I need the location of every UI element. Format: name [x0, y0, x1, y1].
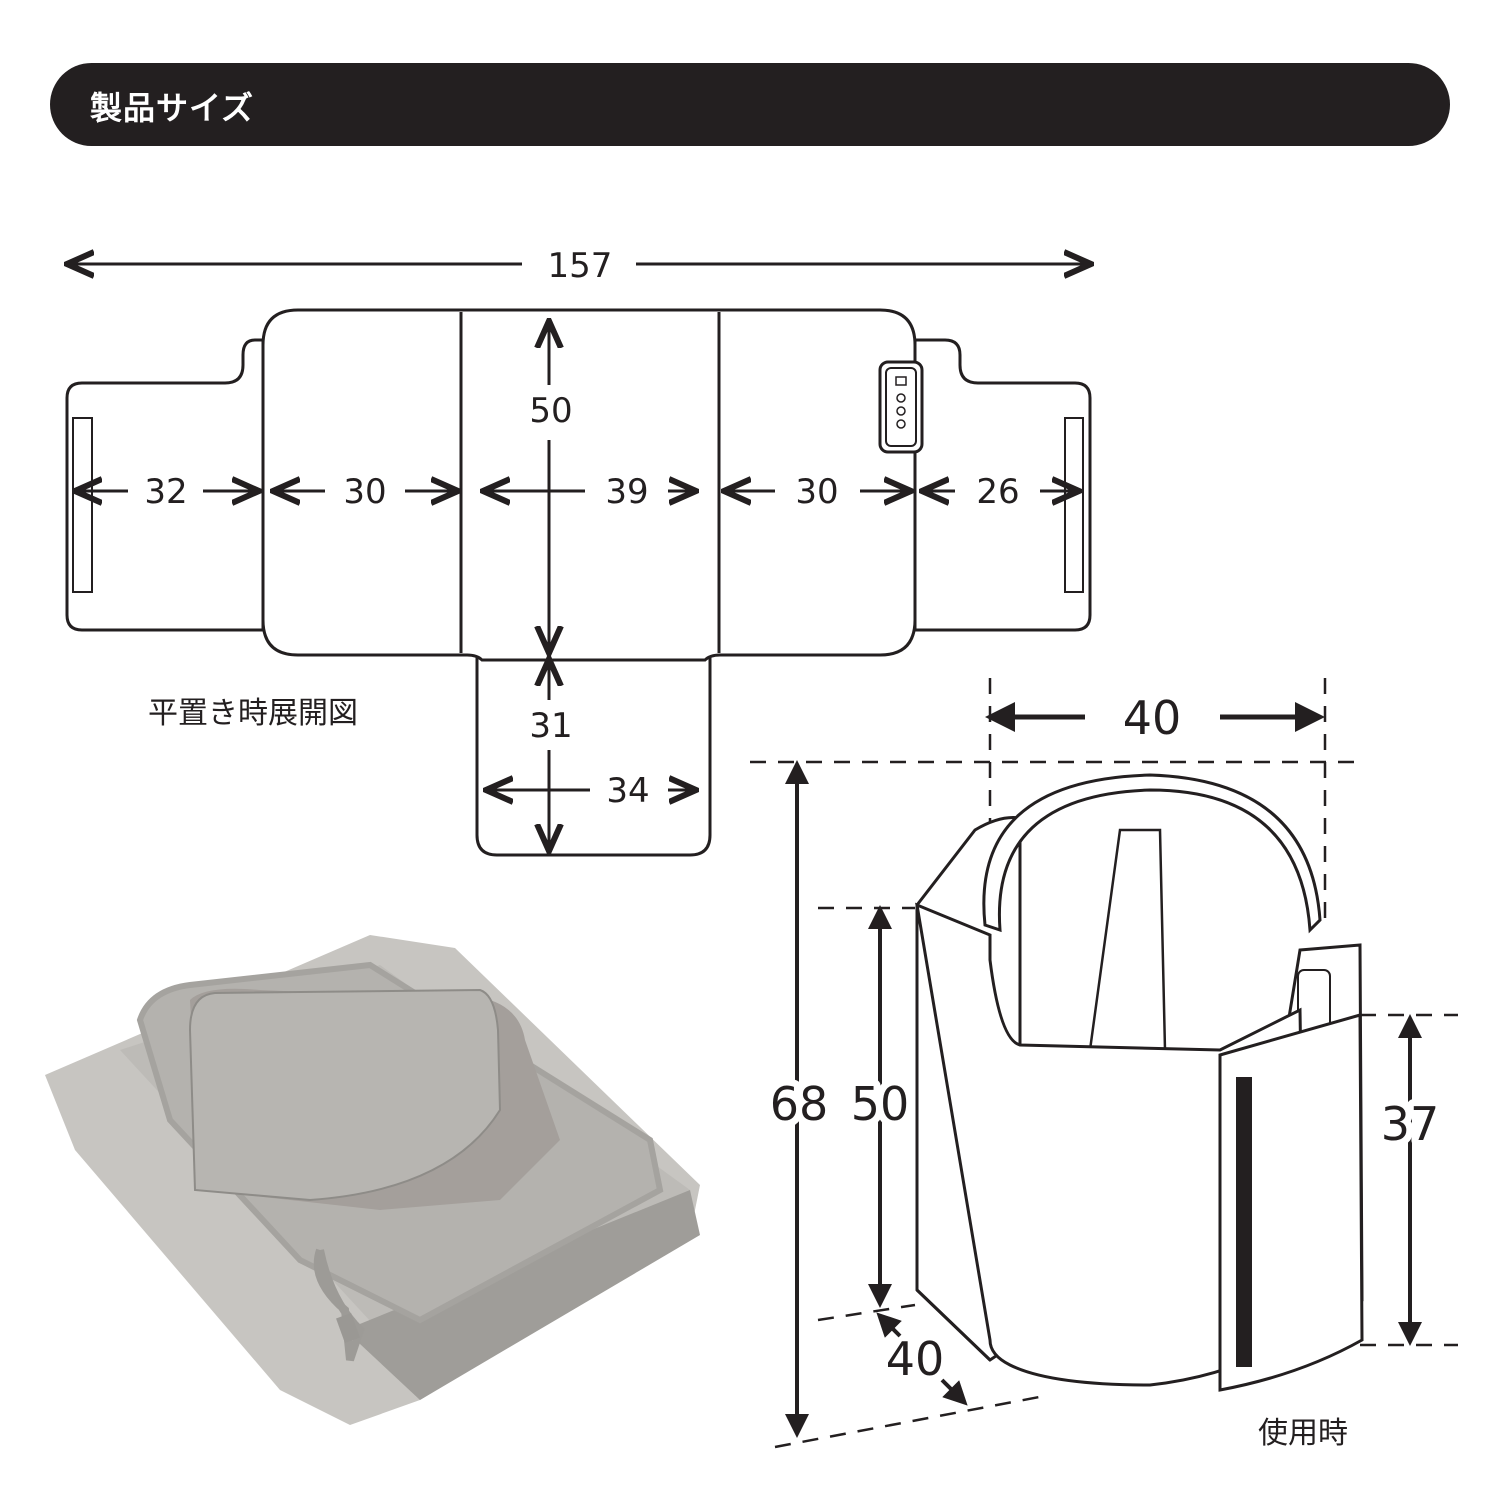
- dim-width-4: 30: [795, 472, 838, 512]
- flat-caption: 平置き時展開図: [148, 696, 358, 731]
- dim-flap-height: 31: [529, 706, 572, 746]
- dim-height: 50: [529, 391, 572, 431]
- dim-flap-width: 34: [606, 771, 649, 811]
- flat-layout-drawing: [65, 308, 1092, 857]
- main-body: [261, 308, 917, 662]
- dim-depth: 40: [886, 1332, 945, 1386]
- left-panel: [65, 338, 265, 632]
- product-photo: [45, 935, 700, 1425]
- dim-total-height: 68: [770, 1077, 829, 1131]
- section-title: 製品サイズ: [90, 89, 255, 127]
- dim-front-height: 50: [851, 1077, 910, 1131]
- dim-width-3: 39: [605, 472, 648, 512]
- dim-width-5: 26: [976, 472, 1019, 512]
- controller-icon: [878, 360, 924, 454]
- flat-dimensions: [70, 264, 1088, 848]
- dim-side-height: 37: [1381, 1097, 1440, 1151]
- bag-drawing: [915, 773, 1364, 1392]
- dim-total-width: 157: [548, 246, 613, 286]
- dim-width-1: 32: [144, 472, 187, 512]
- use-dimensions: [785, 702, 1422, 1438]
- dim-top-width: 40: [1123, 691, 1182, 745]
- bottom-flap: [475, 648, 712, 857]
- use-caption: 使用時: [1258, 1416, 1348, 1451]
- section-header: 製品サイズ: [50, 63, 1450, 146]
- right-panel: [913, 338, 1092, 632]
- dim-width-2: 30: [343, 472, 386, 512]
